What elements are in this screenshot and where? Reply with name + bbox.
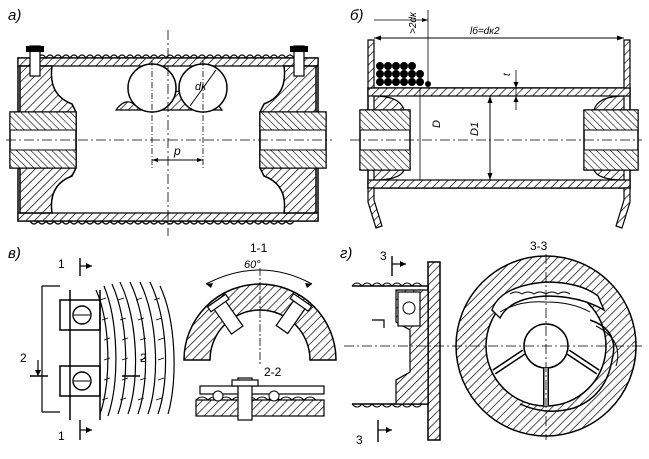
section-3-3-title: 3-3 [530, 239, 548, 253]
cut-3-top: 3 [380, 249, 387, 263]
rope-fastening-view: г) 3 3 3-3 [340, 239, 642, 447]
dim-2dk: >2dк [408, 11, 419, 34]
cut-2-right: 2 [140, 351, 147, 365]
cut-3-bottom: 3 [356, 433, 363, 447]
panel-label-g: г) [340, 245, 352, 262]
drum-grooved-view: а) dк p [6, 7, 332, 236]
section-2-2-title: 2-2 [264, 365, 282, 379]
section-1-1-title: 1-1 [250, 241, 268, 255]
cut-2-left: 2 [20, 351, 27, 365]
dim-dk: dк [195, 81, 207, 93]
panel-label-b: б) [350, 7, 363, 24]
section-1-1-angle: 60° [244, 259, 261, 271]
dim-lb: lб=dк2 [470, 25, 500, 37]
dim-p: p [173, 144, 181, 158]
dim-t: t [502, 72, 513, 76]
panel-label-v: в) [8, 245, 21, 262]
dim-D1: D1 [469, 122, 481, 136]
cut-1-bottom: 1 [58, 429, 65, 443]
dim-D: D [431, 120, 443, 128]
rope-clamp-view: в) 1 1 2 2 [8, 241, 337, 443]
panel-label-a: а) [8, 7, 21, 24]
rope-coils [376, 62, 431, 87]
cut-1-top: 1 [58, 257, 65, 271]
drum-smooth-multilayer-view: б) [350, 7, 642, 229]
